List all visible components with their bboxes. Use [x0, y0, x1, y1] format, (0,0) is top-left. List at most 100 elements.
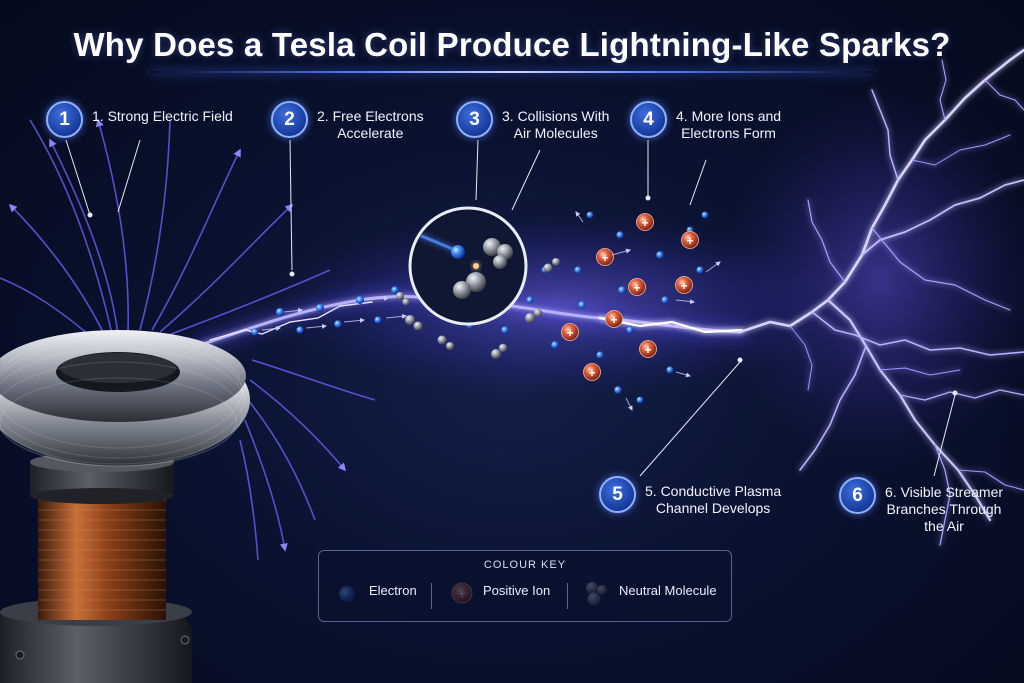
positive-ion: + — [583, 363, 601, 381]
step-3-line-1: 3. Collisions With — [502, 108, 610, 124]
electron — [596, 351, 604, 359]
step-6-line-2: Branches Through — [886, 501, 1002, 517]
electron — [661, 296, 669, 304]
electron — [374, 316, 382, 324]
electron — [334, 320, 342, 328]
electron — [578, 301, 586, 309]
title-underline — [150, 71, 874, 73]
step-1: 1 1. Strong Electric Field — [46, 101, 233, 138]
tesla-coil — [0, 330, 250, 683]
electron — [356, 296, 364, 304]
step-6-badge: 6 — [839, 477, 876, 514]
electron — [316, 304, 324, 312]
svg-text:+: + — [680, 279, 687, 293]
step-2: 2 2. Free Electrons Accelerate — [271, 101, 424, 142]
neutral-molecule — [437, 335, 454, 350]
svg-text:+: + — [588, 366, 595, 380]
positive-ion: + — [681, 231, 699, 249]
svg-text:+: + — [633, 281, 640, 295]
step-3-badge: 3 — [456, 101, 493, 138]
svg-text:+: + — [610, 313, 617, 327]
step-4-line-1: 4. More Ions and — [676, 108, 782, 124]
electron — [251, 328, 259, 336]
step-4: 4 4. More Ions and Electrons Form — [630, 101, 781, 142]
electron — [626, 326, 634, 334]
step-4-badge: 4 — [630, 101, 667, 138]
legend-item-neutral-molecule: Neutral Molecule — [611, 583, 717, 598]
step-6-line-3: the Air — [924, 518, 964, 534]
toroid-top-load — [0, 330, 250, 467]
step-1-line-1: 1. Strong Electric Field — [92, 108, 233, 124]
legend-item-electron: Electron — [361, 583, 417, 598]
electron — [616, 231, 624, 239]
page-title: Why Does a Tesla Coil Produce Lightning-… — [73, 26, 951, 63]
step-2-line-2: Accelerate — [337, 125, 404, 141]
svg-text:+: + — [601, 251, 608, 265]
svg-text:+: + — [566, 326, 573, 340]
svg-text:+: + — [641, 216, 648, 230]
electron — [666, 366, 674, 374]
svg-text:+: + — [644, 343, 651, 357]
electron — [701, 211, 709, 219]
legend-positive-ion-label: Positive Ion — [483, 583, 551, 598]
legend-item-positive-ion: Positive Ion — [475, 583, 550, 598]
step-3: 3 3. Collisions With Air Molecules — [456, 101, 609, 142]
magnified-collision-icon — [408, 206, 528, 326]
lightning-streamers — [738, 48, 1024, 546]
step-6: 6 6. Visible Streamer Branches Through t… — [839, 477, 1003, 535]
spark-glow — [720, 90, 1024, 470]
electron — [586, 211, 594, 219]
electron — [636, 396, 644, 404]
colour-key-legend: COLOUR KEY Electron Positive Ion Neutral… — [318, 550, 732, 622]
step-6-label: 6. Visible Streamer Branches Through the… — [885, 484, 1003, 535]
electron — [501, 326, 509, 334]
step-3-label: 3. Collisions With Air Molecules — [502, 108, 609, 142]
step-2-label: 2. Free Electrons Accelerate — [317, 108, 424, 142]
electron — [696, 266, 704, 274]
electron — [574, 266, 582, 274]
motion-arrows — [261, 211, 721, 411]
neutral-molecule — [543, 258, 560, 273]
neutral-molecule — [396, 292, 410, 306]
positive-ion: + — [605, 310, 623, 328]
electron — [618, 286, 626, 294]
neutral-molecule — [491, 343, 508, 359]
positive-ion: + — [675, 276, 693, 294]
legend-neutral-molecule-label: Neutral Molecule — [619, 583, 717, 598]
electron — [391, 286, 399, 294]
step-1-label: 1. Strong Electric Field — [92, 108, 233, 125]
label-leader-lines — [65, 139, 958, 477]
electric-field-lines — [0, 118, 376, 561]
neutral-molecule — [525, 308, 543, 323]
step-5-line-2: Channel Develops — [655, 500, 771, 516]
step-2-line-1: 2. Free Electrons — [317, 108, 424, 124]
electron — [296, 326, 304, 334]
positive-ion: + — [561, 323, 579, 341]
legend-divider — [567, 583, 568, 609]
copper-secondary-coil — [38, 490, 166, 620]
positive-ion: + — [628, 278, 646, 296]
step-2-badge: 2 — [271, 101, 308, 138]
positive-ion: + — [596, 248, 614, 266]
step-6-line-1: 6. Visible Streamer — [885, 484, 1004, 500]
electron — [551, 341, 559, 349]
step-5: 5 5. Conductive Plasma Channel Develops — [599, 476, 781, 517]
step-4-line-2: Electrons Form — [681, 125, 776, 141]
electron — [614, 386, 622, 394]
positive-ion: + — [639, 340, 657, 358]
svg-text:+: + — [686, 234, 693, 248]
legend-title: COLOUR KEY — [483, 559, 567, 571]
neutral-molecule — [405, 315, 423, 331]
step-5-badge: 5 — [599, 476, 636, 513]
positive-ion: + — [636, 213, 654, 231]
step-5-line-1: 5. Conductive Plasma — [645, 483, 782, 499]
stream-particles: + + + + + + + + + — [251, 211, 721, 411]
electron — [276, 308, 284, 316]
electron — [656, 251, 664, 259]
step-5-label: 5. Conductive Plasma Channel Develops — [645, 483, 781, 517]
legend-electron-label: Electron — [369, 583, 417, 598]
legend-divider — [431, 583, 432, 609]
electron — [526, 296, 534, 304]
step-4-label: 4. More Ions and Electrons Form — [676, 108, 781, 142]
